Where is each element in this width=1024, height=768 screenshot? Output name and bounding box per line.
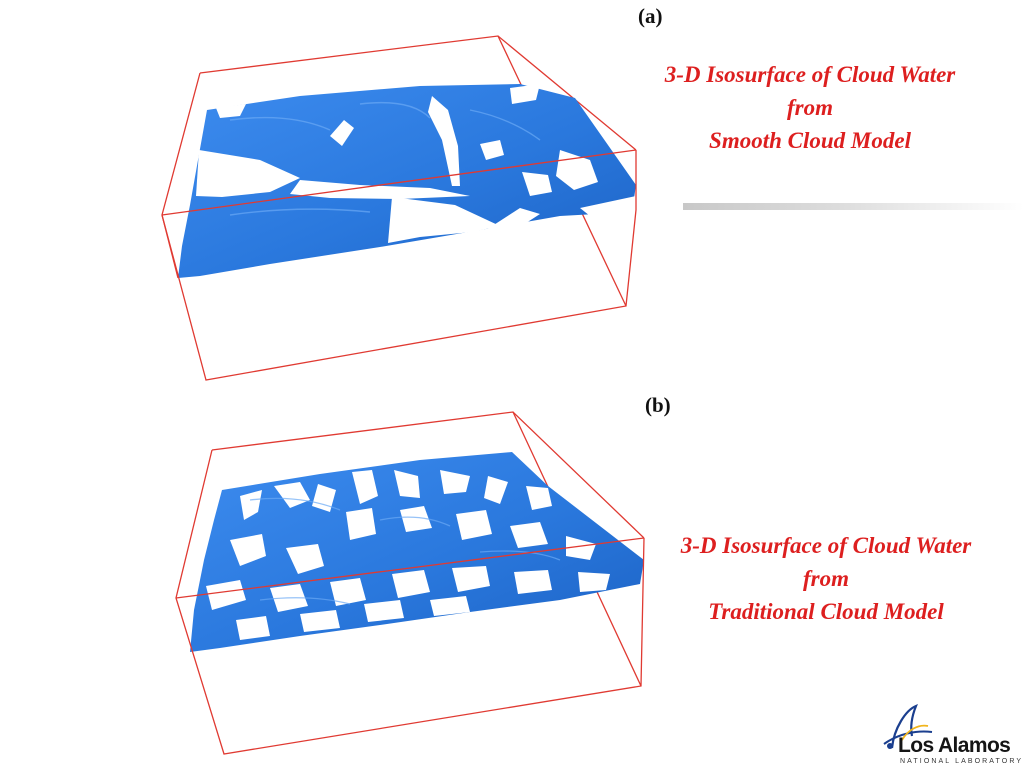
panel-b-caption-line-2: from <box>803 566 849 591</box>
caption-divider <box>683 203 1024 210</box>
panel-a-caption-line-3: Smooth Cloud Model <box>709 128 911 153</box>
panel-b-label: (b) <box>645 393 671 417</box>
panel-a-bounding-box-front <box>161 72 637 381</box>
panel-a-cloud-gaps <box>196 84 636 243</box>
los-alamos-logo-emblem-icon <box>883 704 933 749</box>
logo-subtitle-text: NATIONAL LABORATORY <box>900 758 1024 765</box>
panel-b-caption: 3-D Isosurface of Cloud Water from Tradi… <box>626 529 1024 628</box>
panel-a-label: (a) <box>638 4 663 28</box>
panel-b-cloud-gaps <box>206 470 610 640</box>
panel-b-caption-line-3: Traditional Cloud Model <box>708 599 944 624</box>
panel-b-bounding-box-front <box>175 449 645 755</box>
logo-name-text: Los Alamos <box>898 734 1011 757</box>
panel-a-caption-line-1: 3-D Isosurface of Cloud Water <box>664 62 956 87</box>
panel-a-caption-line-2: from <box>787 95 833 120</box>
panel-a-caption: 3-D Isosurface of Cloud Water from Smoot… <box>610 58 1010 157</box>
los-alamos-logo: Los Alamos NATIONAL LABORATORY <box>872 704 1022 766</box>
panel-b-caption-line-1: 3-D Isosurface of Cloud Water <box>680 533 972 558</box>
panel-b-cloud-layer <box>190 452 644 652</box>
